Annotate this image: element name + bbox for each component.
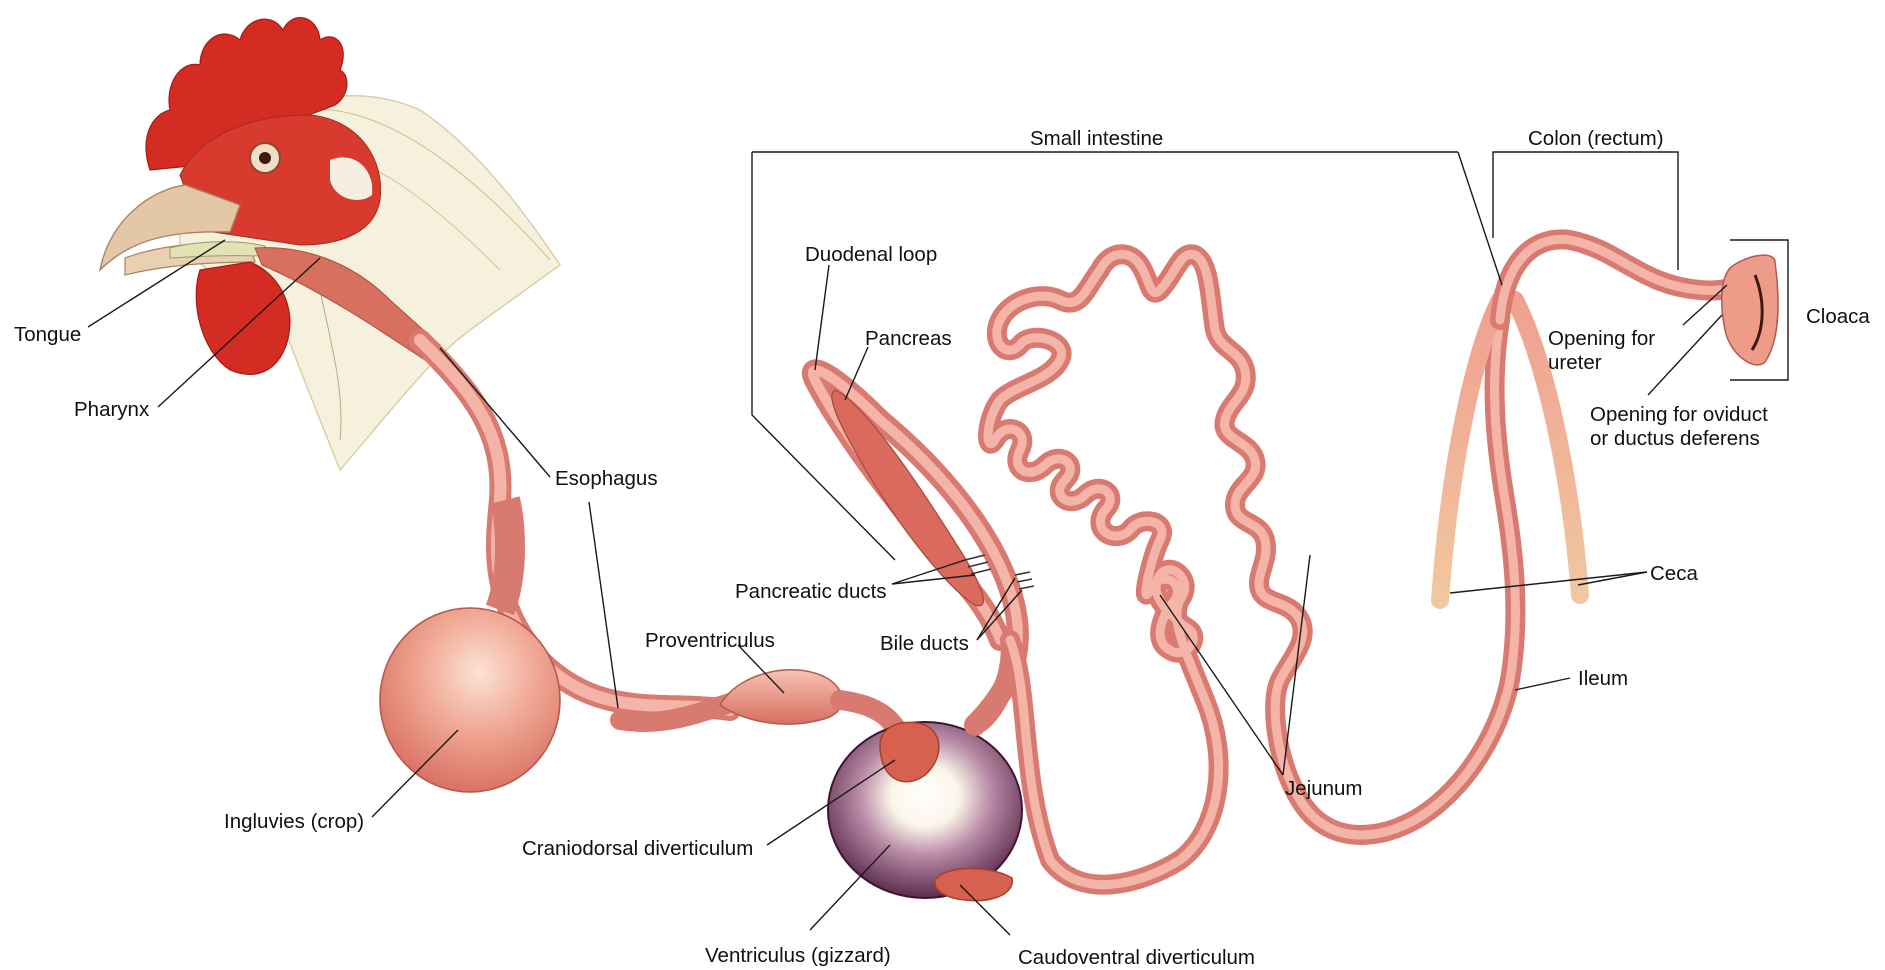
label-opening-ureter-2: ureter xyxy=(1548,351,1602,374)
label-colon: Colon (rectum) xyxy=(1528,127,1664,150)
label-ventriculus: Ventriculus (gizzard) xyxy=(705,944,891,967)
label-proventriculus: Proventriculus xyxy=(645,629,775,652)
label-ceca: Ceca xyxy=(1650,562,1698,585)
label-ileum: Ileum xyxy=(1578,667,1628,690)
label-cloaca: Cloaca xyxy=(1806,305,1870,328)
leader-ileum xyxy=(1515,678,1570,690)
caudoventral-sac xyxy=(935,868,1012,900)
label-duodenal-loop: Duodenal loop xyxy=(805,243,937,266)
label-pancreas: Pancreas xyxy=(865,327,952,350)
label-jejunum: Jejunum xyxy=(1285,777,1363,800)
label-bile-ducts: Bile ducts xyxy=(880,632,969,655)
crop xyxy=(380,608,560,792)
leader-esophagus-gut xyxy=(589,502,618,708)
leader-ceca-1 xyxy=(1450,572,1647,593)
label-opening-ureter-1: Opening for xyxy=(1548,327,1655,350)
label-opening-oviduct-2: or ductus deferens xyxy=(1590,427,1760,450)
label-opening-oviduct-1: Opening for oviduct xyxy=(1590,403,1768,426)
label-pharynx: Pharynx xyxy=(74,398,150,421)
label-tongue: Tongue xyxy=(14,323,81,346)
chicken-head-illustration xyxy=(100,18,560,470)
leader-duodenal xyxy=(815,265,829,370)
cloaca-shape xyxy=(1722,255,1778,365)
label-craniodorsal: Craniodorsal diverticulum xyxy=(522,837,753,860)
label-caudoventral: Caudoventral diverticulum xyxy=(1018,946,1255,969)
label-ingluvies: Ingluvies (crop) xyxy=(224,810,364,833)
label-pancreatic-ducts: Pancreatic ducts xyxy=(735,580,887,603)
gizzard-organ xyxy=(828,722,1022,901)
label-small-intestine: Small intestine xyxy=(1030,127,1163,150)
label-esophagus: Esophagus xyxy=(555,467,658,490)
leader-oviduct xyxy=(1648,315,1722,395)
